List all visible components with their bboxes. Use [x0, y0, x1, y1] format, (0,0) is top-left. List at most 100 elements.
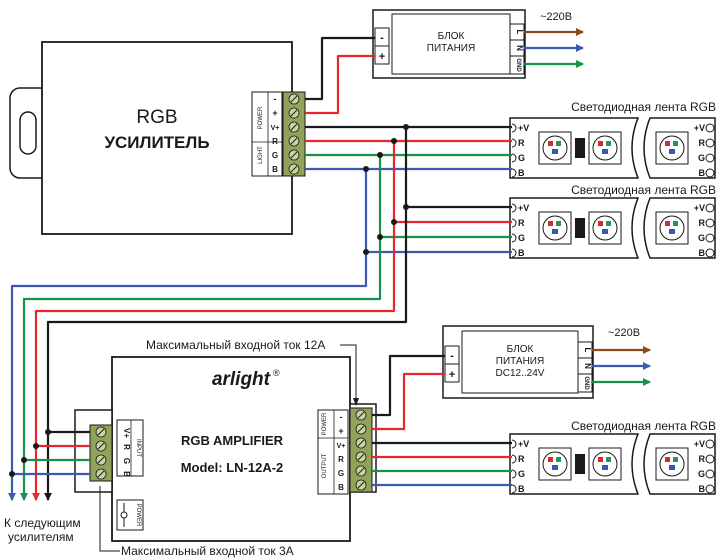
strip-pin-label: R — [518, 454, 525, 464]
strip-pin-label: +V — [694, 123, 705, 133]
rgb-led-chip — [588, 131, 622, 165]
strip-pin-label: R — [518, 218, 525, 228]
strip-pin-label: B — [699, 248, 706, 258]
top-amp-title: RGB — [136, 107, 177, 128]
junction-dots — [9, 124, 409, 477]
top-psu: - + БЛОК ПИТАНИЯ L N GND ~220В — [372, 9, 572, 79]
strip-2-label: Светодиодная лента RGB — [571, 183, 716, 197]
bottom-amp-power-pin: + — [338, 426, 343, 436]
strip-pin-label: B — [518, 484, 525, 494]
top-amp-pin: G — [272, 151, 278, 160]
top-amp-port-light: LIGHT — [258, 146, 264, 164]
bottom-psu: - + БЛОК ПИТАНИЯ DC12..24V L N GND ~220В — [442, 325, 640, 399]
top-amp-subtitle: УСИЛИТЕЛЬ — [104, 133, 209, 152]
bottom-amp-input-pin: B — [122, 471, 131, 477]
bottom-psu-pin: L — [583, 348, 592, 353]
strip-pin-label: +V — [518, 203, 529, 213]
strip-pin-label: G — [698, 153, 705, 163]
bottom-amplifier: arlight ® RGB AMPLIFIER Model: LN-12A-2 … — [74, 356, 377, 542]
bottom-psu-plus: + — [449, 369, 455, 381]
bottom-amp-input-terminal — [89, 424, 113, 482]
strip-pin-label: G — [698, 469, 705, 479]
bottom-amp-power-jack: POWER — [135, 504, 141, 527]
top-psu-mains: ~220В — [540, 11, 572, 23]
strip-pin-label: B — [518, 248, 525, 258]
bottom-psu-line1: БЛОК — [507, 344, 534, 355]
bottom-psu-line2: ПИТАНИЯ — [496, 356, 544, 367]
bottom-amp-model: Model: LN-12A-2 — [181, 460, 284, 475]
bottom-amp-power-label: POWER — [322, 412, 328, 435]
strip-3-label: Светодиодная лента RGB — [571, 419, 716, 433]
top-psu-pin: L — [515, 30, 524, 35]
bottom-amp-output-terminal — [349, 407, 373, 493]
bottom-amp-output-pin: G — [338, 469, 344, 478]
strip-pin-label: G — [518, 469, 525, 479]
rgb-led-chip — [538, 447, 572, 481]
top-psu-pin: GND — [515, 58, 521, 72]
strip-pin-label: +V — [518, 439, 529, 449]
rgb-led-chip — [655, 211, 689, 245]
rgb-led-chip — [588, 211, 622, 245]
next-amplifiers-line1: К следующим — [4, 516, 81, 530]
top-amp-pin: B — [272, 165, 278, 174]
bottom-amp-output-pin: V+ — [337, 443, 346, 450]
bottom-amp-output-label: OUTPUT — [322, 453, 328, 478]
bottom-amp-input-pin: G — [122, 458, 131, 464]
strip-pin-label: +V — [694, 203, 705, 213]
bottom-amp-input-pin: R — [122, 444, 131, 450]
strip-pin-label: B — [699, 484, 706, 494]
strip-pin-label: G — [518, 153, 525, 163]
strip-pin-label: R — [699, 138, 706, 148]
bottom-amp-output-pin: B — [338, 483, 344, 492]
annotation-12a: Максимальный входной ток 12А — [146, 338, 359, 406]
bottom-psu-minus: - — [450, 350, 454, 362]
bottom-amp-power-pin: - — [340, 412, 343, 422]
bottom-amp-output-pin: R — [338, 455, 344, 464]
brand-registered: ® — [273, 368, 280, 378]
top-amp-port-power: POWER — [258, 106, 264, 129]
strip-pin-label: R — [699, 218, 706, 228]
bottom-psu-line3: DC12..24V — [496, 368, 545, 379]
strip-pin-label: B — [518, 168, 525, 178]
top-psu-plus: + — [379, 51, 385, 63]
top-psu-line1: БЛОК — [438, 31, 465, 42]
power-jack-icon — [120, 503, 128, 527]
bottom-psu-mains: ~220В — [608, 327, 640, 339]
strip-pin-label: G — [518, 233, 525, 243]
strip-pin-label: B — [699, 168, 706, 178]
rgb-led-chip — [538, 211, 572, 245]
strip-pin-label: R — [699, 454, 706, 464]
wires — [8, 28, 651, 501]
top-psu-line2: ПИТАНИЯ — [427, 43, 475, 54]
bottom-psu-pin: GND — [583, 376, 589, 390]
strip-pin-label: G — [698, 233, 705, 243]
strip-pin-label: +V — [694, 439, 705, 449]
top-amplifier: RGB УСИЛИТЕЛЬ POWER LIGHT B G R V+ + - — [9, 41, 306, 235]
bottom-amp-input-pin: V+ — [122, 428, 131, 438]
bottom-psu-pin: N — [583, 363, 592, 369]
brand-logo: arlight — [212, 369, 271, 390]
max-current-12a-label: Максимальный входной ток 12А — [146, 338, 325, 352]
strip-pin-label: +V — [518, 123, 529, 133]
rgb-led-chip — [655, 131, 689, 165]
resistor — [575, 454, 585, 474]
bottom-amp-input-label: INPUT — [135, 439, 141, 457]
top-amp-pin: V+ — [271, 125, 280, 132]
top-amp-pin: + — [272, 108, 277, 118]
max-current-3a-label: Максимальный входной ток 3А — [121, 544, 294, 558]
top-amp-pin: - — [274, 94, 277, 104]
rgb-led-chip — [588, 447, 622, 481]
resistor — [575, 138, 585, 158]
rgb-led-chip — [538, 131, 572, 165]
top-amp-pin: R — [272, 137, 278, 146]
bottom-amp-title: RGB AMPLIFIER — [181, 433, 284, 448]
next-amplifiers-line2: усилителям — [8, 530, 74, 544]
strip-pin-label: R — [518, 138, 525, 148]
annotation-3a: Максимальный входной ток 3А — [99, 486, 294, 558]
rgb-led-chip — [655, 447, 689, 481]
resistor — [575, 218, 585, 238]
